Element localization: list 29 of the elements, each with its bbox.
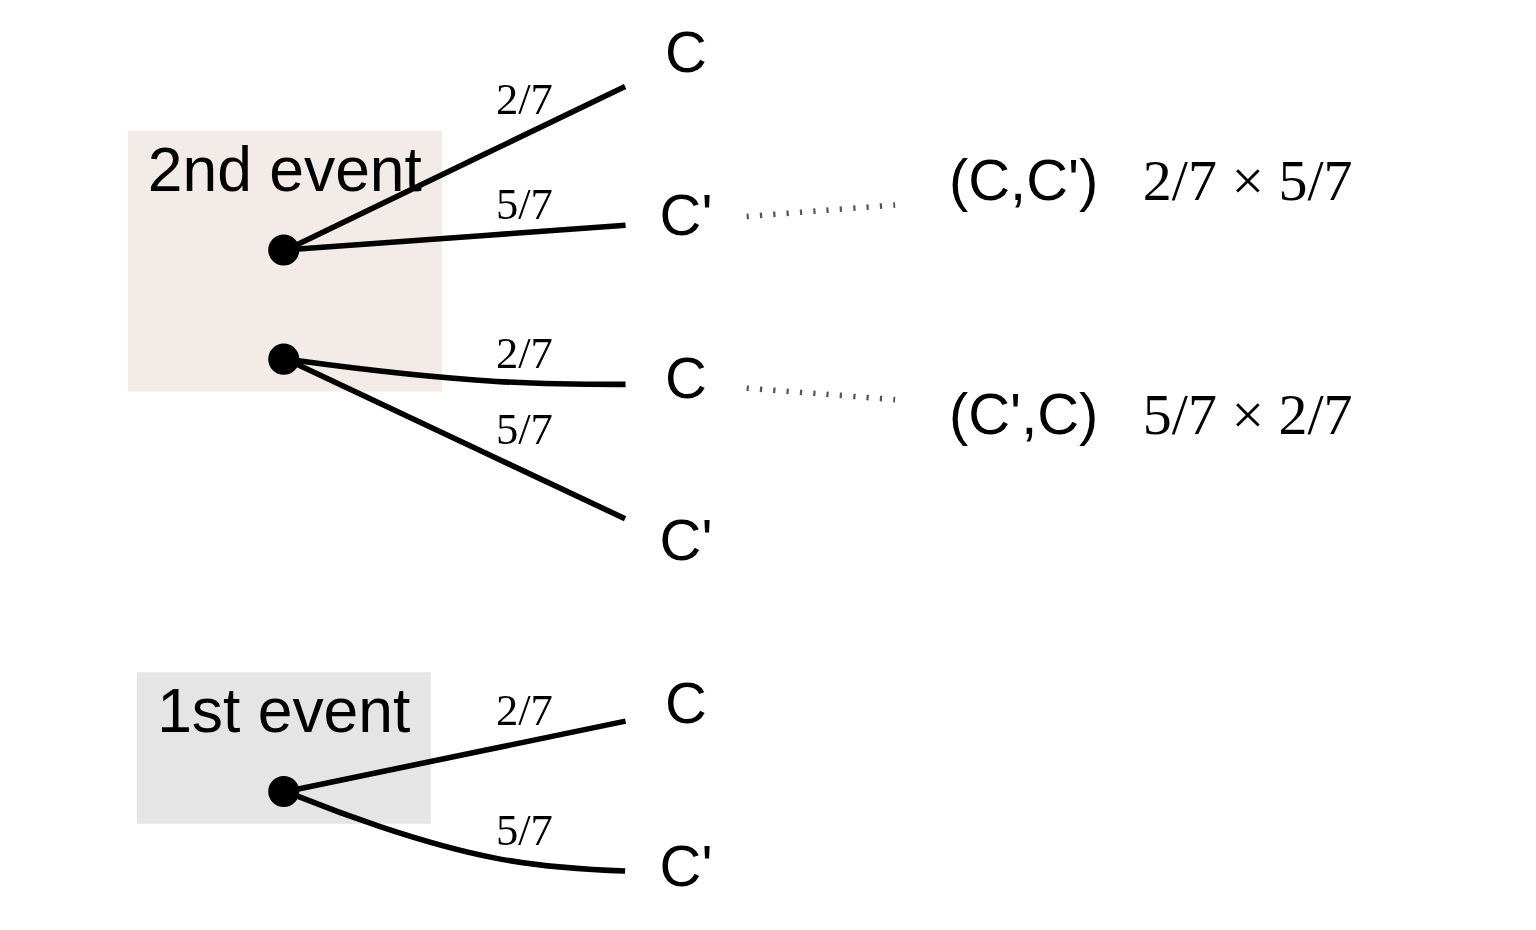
node-text: (C,C') [948,148,1098,213]
node-label: 2/7 × 5/7 [1142,148,1353,214]
node-circle [267,775,299,808]
connector [296,793,625,874]
connector [295,362,626,522]
edge-label: 5/7 [495,403,553,454]
edge-label: 2/7 [495,328,553,379]
connector [297,222,626,252]
edge-label: 2/7 [495,684,553,735]
node-circle [267,234,299,266]
connector [745,385,895,403]
node-text: (C',C) [948,382,1098,447]
node-text: C [664,671,707,736]
node-text: C [664,20,707,85]
node-circle [267,343,299,375]
connector [297,718,626,792]
connector [297,358,626,388]
edge-label: 5/7 [495,178,553,229]
node-text: C' [659,833,712,898]
cluster: 1st event [136,672,431,824]
connector [745,202,895,220]
edge-label: 5/7 [495,804,553,855]
node-text: C' [659,183,712,247]
connector [295,84,626,247]
node-label: 5/7 × 2/7 [1142,382,1353,448]
cluster: 2nd event [127,130,442,392]
edge-label: 2/7 [495,73,553,124]
node-text: C' [659,508,712,573]
node-text: C [664,345,707,410]
